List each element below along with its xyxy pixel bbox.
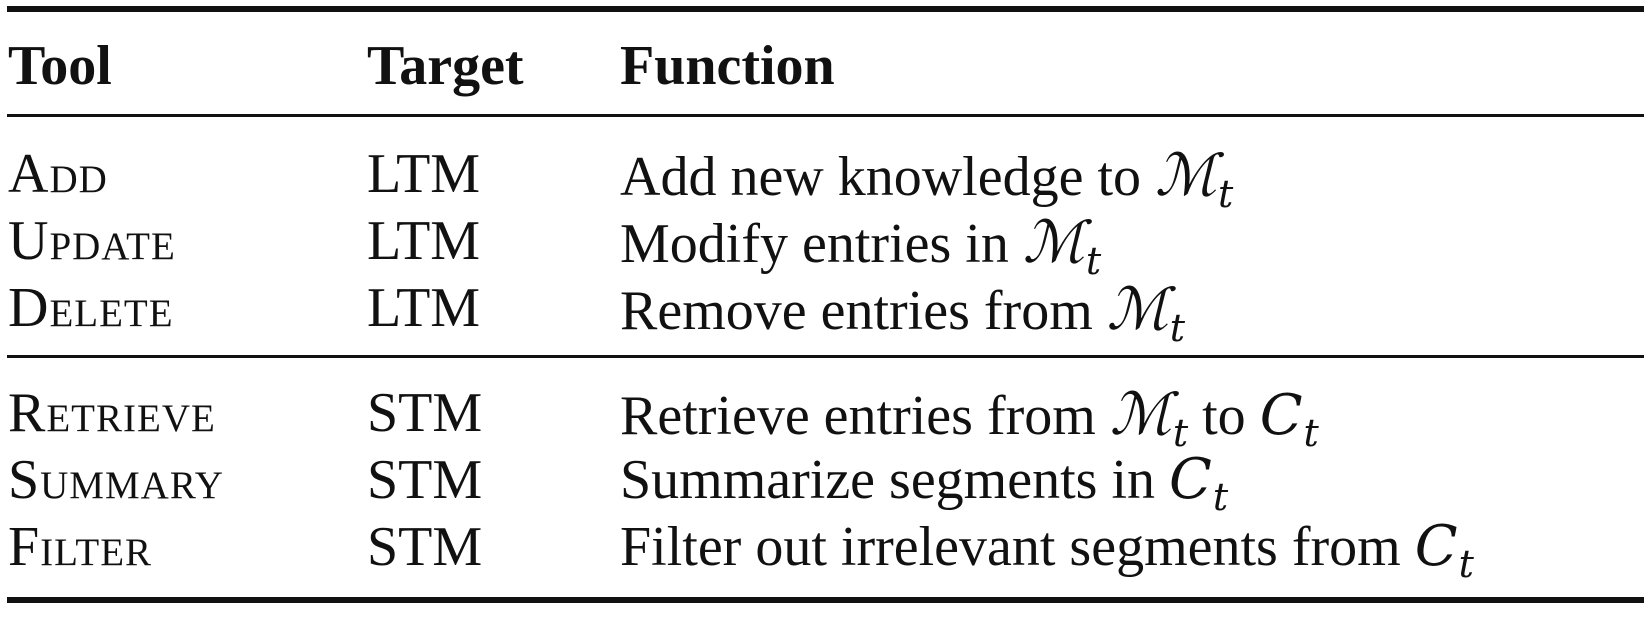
tool-cell: Filter <box>8 516 153 578</box>
context-symbol: C <box>1259 383 1303 448</box>
function-cell: Remove entries from ℳt <box>620 280 1185 347</box>
subscript-t: t <box>1458 542 1474 586</box>
memory-symbol: ℳ <box>1155 141 1218 209</box>
context-symbol: C <box>1169 447 1212 512</box>
function-text: Modify entries in <box>620 213 1023 275</box>
tool-cell: Delete <box>8 277 174 339</box>
subscript-t: t <box>1172 411 1189 455</box>
function-text: Filter out irrelevant segments from <box>620 516 1415 578</box>
tool-cell: Summary <box>8 449 224 511</box>
header-function: Function <box>620 35 835 97</box>
memory-symbol: ℳ <box>1022 208 1085 276</box>
target-cell: STM <box>367 449 483 511</box>
function-text-mid: to <box>1188 385 1260 447</box>
subscript-t: t <box>1085 239 1102 283</box>
header-rule <box>7 114 1644 117</box>
memory-symbol: ℳ <box>1109 380 1172 448</box>
function-text: Retrieve entries from <box>620 385 1110 447</box>
function-text: Remove entries from <box>620 280 1107 342</box>
subscript-t: t <box>1212 475 1229 519</box>
tool-cell: Add <box>8 143 108 205</box>
target-cell: STM <box>367 382 483 444</box>
table-top-rule <box>7 6 1644 12</box>
function-text: Summarize segments in <box>620 449 1170 511</box>
function-text: Add new knowledge to <box>620 146 1156 208</box>
target-cell: LTM <box>367 143 481 205</box>
header-tool: Tool <box>8 35 112 97</box>
tool-cell: Update <box>8 210 176 272</box>
context-symbol: C <box>1414 514 1458 579</box>
subscript-t: t <box>1303 411 1319 455</box>
header-target: Target <box>367 35 524 97</box>
function-cell: Add new knowledge to ℳt <box>620 146 1233 213</box>
table-bottom-rule <box>7 597 1644 603</box>
memory-symbol: ℳ <box>1106 275 1169 343</box>
subscript-t: t <box>1218 172 1234 216</box>
function-cell: Modify entries in ℳt <box>620 213 1101 280</box>
target-cell: LTM <box>367 210 481 272</box>
tool-cell: Retrieve <box>8 382 216 444</box>
function-cell: Summarize segments in Ct <box>620 449 1228 517</box>
target-cell: LTM <box>367 277 481 339</box>
group-divider-rule <box>7 355 1644 358</box>
subscript-t: t <box>1169 306 1186 350</box>
function-cell: Retrieve entries from ℳt to Ct <box>620 385 1319 452</box>
function-cell: Filter out irrelevant segments from Ct <box>620 516 1474 584</box>
target-cell: STM <box>367 516 483 578</box>
